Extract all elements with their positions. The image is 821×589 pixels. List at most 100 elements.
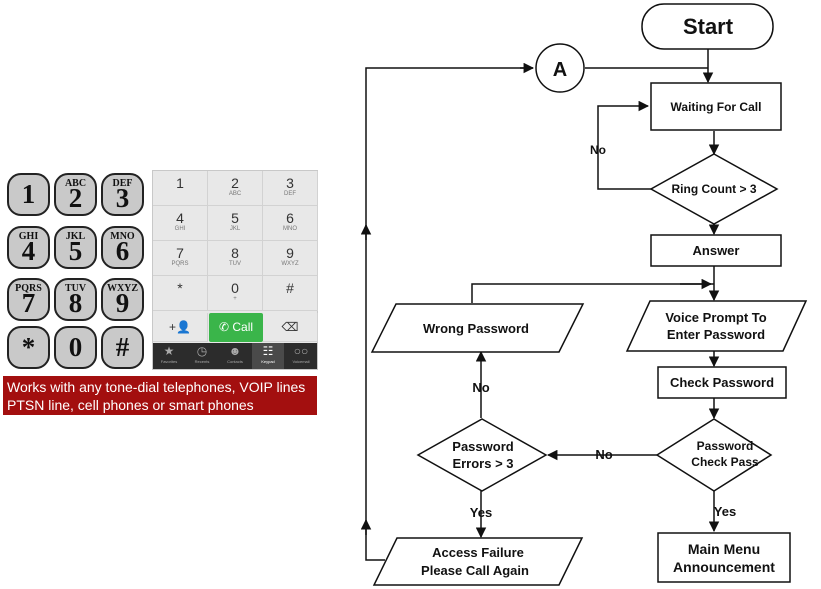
tab-label: Recents [194, 359, 210, 364]
label-answer: Answer [693, 243, 740, 258]
label-start: Start [683, 14, 734, 39]
phone-key[interactable]: 1 [153, 171, 208, 206]
tab-favorites[interactable]: ★Favorites [153, 343, 185, 369]
keypad-key-digit: 7 [21, 288, 36, 318]
label-check-pass-1: Password [697, 439, 754, 453]
tab-label: Voicemail [292, 359, 310, 364]
edge-ring-no [597, 100, 652, 190]
keypad-key-digit: # [115, 332, 130, 362]
label-errors-no: No [472, 380, 489, 395]
keypad-key-digit: 5 [68, 236, 83, 266]
label-errors-yes: Yes [470, 505, 492, 520]
phone-key-digit: # [286, 280, 294, 296]
keypad-key-letters: WXYZ [106, 283, 139, 294]
phone-key-digit: 1 [176, 175, 184, 191]
phone-icon: ✆ [218, 320, 230, 334]
keypad-key-digit: 2 [68, 183, 83, 213]
node-answer [650, 234, 782, 267]
keypad-key-letters: TUV [64, 283, 87, 294]
backspace-icon[interactable]: ⌫ [263, 313, 318, 342]
phone-key-letters: ABC [228, 191, 242, 197]
phone-key-digit: 3 [286, 175, 294, 191]
label-check-no: No [595, 447, 612, 462]
call-label: Call [232, 320, 254, 334]
edge-wrong-to-prompt [471, 283, 714, 303]
call-button[interactable]: ✆ Call [209, 313, 263, 342]
keypad-key-letters: GHI [18, 231, 39, 242]
keypad-key-letters: JKL [65, 231, 86, 242]
keypad-key-digit: 4 [21, 236, 36, 266]
keypad-key[interactable]: * [7, 326, 50, 369]
label-wrong-password: Wrong Password [423, 321, 529, 336]
node-connector-a [535, 43, 585, 93]
node-password-errors [416, 418, 548, 492]
keypad-key[interactable]: 0 [54, 326, 97, 369]
add-contact-icon[interactable]: +👤 [153, 313, 208, 342]
node-wrong-password [370, 303, 585, 353]
phone-key-letters: TUV [229, 261, 241, 267]
label-main-menu-1: Main Menu [688, 541, 760, 557]
keypad-key-digit: 3 [115, 183, 130, 213]
phone-key-letters: PQRS [171, 261, 189, 267]
tab-voicemail[interactable]: ○○Voicemail [285, 343, 317, 369]
label-connector: A [553, 59, 567, 81]
node-check-password [657, 366, 787, 399]
keypad-key-digit: 6 [115, 236, 130, 266]
label-check-password: Check Password [670, 375, 774, 390]
node-check-pass [655, 418, 773, 492]
label-access-failure-1: Access Failure [432, 545, 524, 560]
phone-key[interactable]: 0+ [208, 276, 263, 311]
tab-contacts[interactable]: ☻Contacts [219, 343, 251, 369]
phone-key[interactable]: * [153, 276, 208, 311]
node-main-menu [657, 532, 791, 583]
node-ring-count [649, 153, 779, 225]
tab-keypad[interactable]: ☷Keypad [252, 343, 284, 369]
phone-key-digit: 6 [286, 210, 294, 226]
phone-key-digit: 2 [231, 175, 239, 191]
banner-line-2: PTSN line, cell phones or smart phones [7, 397, 254, 413]
label-errors-2: Errors > 3 [452, 456, 513, 471]
label-errors-1: Password [452, 439, 513, 454]
edge-failure-to-a [365, 67, 533, 561]
contact-icon: ☻ [228, 344, 242, 358]
phone-key-letters: + [233, 296, 237, 302]
phone-key-letters: WXYZ [281, 261, 299, 267]
keypad-key[interactable]: 1 [7, 173, 50, 216]
keypad-key-digit: 0 [68, 332, 83, 362]
keypad-key-digit: 9 [115, 288, 130, 318]
tab-recents[interactable]: ◷Recents [186, 343, 218, 369]
clock-icon: ◷ [196, 344, 208, 358]
phone-key-digit: * [177, 280, 183, 296]
keypad-icon: ☷ [262, 344, 274, 358]
keypad-key[interactable]: # [101, 326, 144, 369]
label-check-pass-2: Check Pass [691, 455, 759, 469]
keypad-key-letters: PQRS [15, 283, 42, 294]
phone-key-digit: 8 [231, 245, 239, 261]
phone-tab-bar: ★Favorites◷Recents☻Contacts☷Keypad○○Voic… [153, 343, 317, 369]
label-ring-count: Ring Count > 3 [672, 182, 757, 196]
node-waiting [650, 82, 782, 131]
keypad-key-digit: * [21, 332, 36, 362]
node-start [641, 3, 774, 50]
phone-key-digit: 0 [231, 280, 239, 296]
phone-key[interactable]: # [263, 276, 318, 311]
